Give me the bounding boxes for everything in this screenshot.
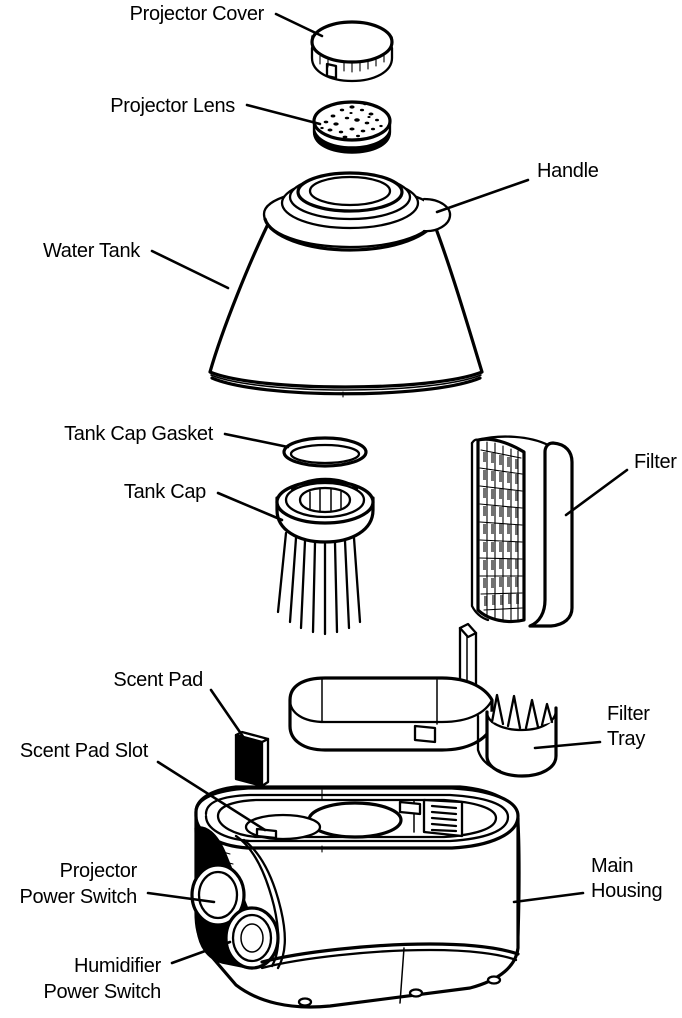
filter-tray-post-top [458, 622, 478, 639]
filter-tray-basin-inner-lip [288, 698, 494, 724]
scent-pad-side [260, 737, 270, 788]
label-scent-pad-slot: Scent Pad Slot [20, 740, 149, 762]
humidifier-power-switch-core[interactable] [240, 923, 264, 953]
scent-pad-mesh [235, 735, 263, 786]
tank-cap-inner-arc [290, 477, 359, 491]
leader-water-tank [150, 249, 230, 290]
basin-ledge [398, 800, 422, 816]
basin-vent-slats [430, 804, 458, 833]
part-projector-lens [312, 100, 392, 154]
part-filter-tray [288, 622, 558, 778]
housing-split-line-2 [260, 948, 518, 970]
projector-power-switch-inner[interactable] [197, 870, 239, 920]
water-tank-base-rim-bottom [210, 376, 482, 396]
leader-tank-cap-gasket [223, 432, 290, 449]
projector-cover-notch [325, 62, 338, 80]
leader-tank-cap [216, 491, 284, 522]
leader-projector-lens [245, 103, 322, 126]
label-projector-power-switch-line1: Projector [60, 860, 138, 882]
label-humidifier-power-switch-line1: Humidifier [74, 955, 162, 977]
filter-tray-tab [413, 724, 437, 744]
gasket-inner-ring [289, 443, 361, 465]
label-tank-cap: Tank Cap [124, 481, 206, 503]
label-projector-cover: Projector Cover [130, 3, 265, 25]
label-humidifier-power-switch-line2: Power Switch [43, 981, 161, 1003]
part-tank-cap [275, 477, 375, 636]
tank-cap-valve [298, 486, 352, 514]
label-filter: Filter [634, 451, 677, 473]
label-projector-power-switch-line2: Power Switch [19, 886, 137, 908]
part-main-housing [190, 785, 521, 1009]
housing-base-seam [399, 947, 405, 1004]
part-tank-cap-gasket [282, 436, 368, 468]
leader-scent-pad [209, 688, 246, 740]
leader-scent-pad-slot [156, 760, 267, 832]
filter-holder-cylinder [485, 706, 558, 778]
water-tank-base-rim-mid [210, 374, 482, 391]
projector-lens-top [312, 100, 392, 142]
projector-lens-speckle-pattern [320, 101, 383, 139]
leader-filter-tray [533, 740, 602, 750]
filter-tray-basin [288, 676, 494, 752]
leader-projector-cover [274, 12, 324, 38]
nebulizer-opening [307, 801, 403, 839]
projector-cover-top [310, 20, 394, 64]
main-housing-rim-inner [204, 793, 510, 843]
projector-cover-knurl [319, 53, 385, 73]
filter-left-top [470, 438, 480, 445]
filter-holder-left-wall [476, 714, 502, 773]
base-foot-right [486, 975, 502, 985]
knob-bezel-ring-1 [234, 834, 280, 968]
housing-right-contour [516, 816, 521, 948]
tank-cap-ribs [276, 531, 362, 636]
water-tank-base-rim-top [208, 370, 484, 389]
water-tank-handle-lug [422, 197, 452, 233]
filter-holder-prongs [490, 693, 554, 730]
label-projector-lens: Projector Lens [110, 95, 235, 117]
scent-pad-slot-opening [255, 827, 278, 840]
water-tank-shoulder-shadow [263, 217, 438, 252]
label-scent-pad: Scent Pad [113, 669, 203, 691]
part-scent-pad [234, 730, 270, 788]
part-projector-cover [310, 20, 394, 83]
projector-lens-dark-rim [313, 125, 391, 154]
leader-main-housing [512, 891, 585, 904]
tank-cap-valve-ribs [309, 488, 342, 512]
filter-mesh-cells [483, 452, 519, 606]
label-water-tank: Water Tank [43, 240, 141, 262]
leader-filter [564, 468, 629, 517]
leader-humidifier-power-switch [170, 940, 232, 965]
callout-labels: Projector Cover Projector Lens Handle Wa… [19, 3, 677, 1003]
label-tank-cap-gasket: Tank Cap Gasket [64, 423, 214, 445]
label-filter-tray-line1: Filter [607, 703, 650, 725]
base-foot-left [297, 997, 313, 1007]
housing-split-line [260, 942, 520, 964]
filter-left-edge [470, 441, 490, 622]
label-main-housing-line1: Main [591, 855, 633, 877]
filter-body-right [528, 441, 574, 628]
label-filter-tray-line2: Tray [607, 728, 645, 750]
label-handle: Handle [537, 160, 599, 182]
knob-bezel-ring-2 [242, 838, 286, 970]
label-main-housing-line2: Housing [591, 880, 662, 902]
part-filter [470, 435, 574, 628]
base-foot-mid [408, 988, 424, 998]
leader-projector-power-switch [146, 891, 216, 904]
water-tank-opening [308, 175, 392, 207]
filter-mesh-pattern [479, 441, 523, 622]
leader-handle [435, 178, 530, 214]
leader-lines [146, 12, 629, 965]
part-water-tank [208, 171, 484, 398]
